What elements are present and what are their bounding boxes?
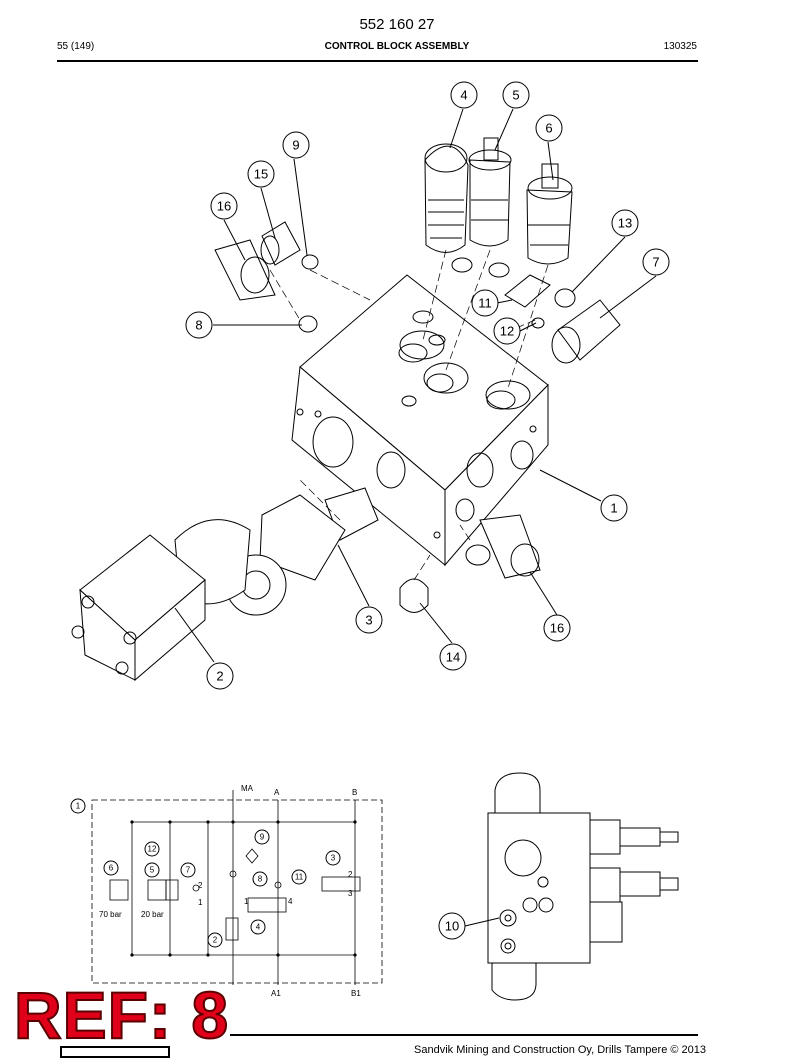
svg-text:2: 2 — [216, 669, 223, 684]
footer-copyright: Sandvik Mining and Construction Oy, Dril… — [414, 1044, 706, 1056]
hydraulic-schematic: MA A B A1 B1 70 bar 20 bar 2 1 1 4 2 3 — [91, 784, 383, 998]
svg-text:5: 5 — [512, 88, 519, 103]
orifice-12 — [531, 317, 545, 329]
control-block-body — [291, 274, 549, 567]
svg-text:8: 8 — [258, 875, 263, 884]
svg-text:9: 9 — [260, 833, 265, 842]
callout-7: 7 — [642, 248, 670, 276]
svg-text:10: 10 — [445, 919, 459, 934]
block-side-view — [464, 772, 679, 1001]
svg-text:4: 4 — [460, 88, 467, 103]
plug-8 — [298, 315, 318, 333]
header-rule — [57, 60, 698, 62]
port-a-label: A — [274, 788, 280, 797]
svg-text:8: 8 — [195, 318, 202, 333]
callout-15: 15 — [247, 160, 275, 188]
plug — [465, 544, 491, 566]
plug — [451, 257, 473, 273]
document-number: 552 160 27 — [359, 16, 435, 33]
solenoid-valve-3 — [225, 487, 379, 616]
svg-text:15: 15 — [254, 167, 268, 182]
svg-text:7: 7 — [186, 866, 191, 875]
callout-9: 9 — [282, 131, 310, 159]
page-title: CONTROL BLOCK ASSEMBLY — [324, 41, 470, 52]
callout-3: 3 — [355, 606, 383, 634]
page-number: 55 (149) — [57, 41, 95, 52]
port-b1-label: B1 — [351, 989, 361, 998]
svg-text:2: 2 — [213, 936, 218, 945]
revision-code: 130325 — [663, 41, 697, 52]
pin-number: 2 — [348, 870, 353, 879]
callout-8: 8 — [185, 311, 213, 339]
cartridge-valve-4 — [424, 143, 469, 253]
svg-text:1: 1 — [76, 802, 81, 811]
plug-9 — [301, 254, 319, 270]
schematic-callouts: 1 12 6 5 7 9 8 11 3 4 2 — [70, 798, 341, 948]
footer-rule — [230, 1034, 698, 1036]
fitting-16-right — [479, 514, 541, 579]
pressure-70-label: 70 bar — [99, 910, 122, 919]
svg-text:12: 12 — [148, 845, 157, 854]
svg-text:7: 7 — [652, 255, 659, 270]
port-a1-label: A1 — [271, 989, 281, 998]
svg-text:9: 9 — [292, 138, 299, 153]
svg-text:6: 6 — [109, 864, 114, 873]
callout-4: 4 — [450, 81, 478, 109]
fitting-15 — [260, 221, 301, 266]
pin-number: 2 — [198, 881, 203, 890]
callout-1: 1 — [600, 494, 628, 522]
fitting-16-left — [214, 239, 276, 301]
svg-text:11: 11 — [478, 296, 492, 311]
callout-14: 14 — [439, 643, 467, 671]
pin-number: 4 — [288, 897, 293, 906]
svg-text:11: 11 — [295, 873, 304, 882]
callout-12: 12 — [493, 317, 521, 345]
svg-text:6: 6 — [545, 121, 552, 136]
callout-2: 2 — [206, 662, 234, 690]
pin-number: 1 — [244, 897, 249, 906]
svg-text:5: 5 — [150, 866, 155, 875]
sandvik-logo — [60, 1046, 170, 1058]
callout-16: 16 — [543, 614, 571, 642]
part-callouts: 4 5 6 9 15 16 13 7 11 8 12 1 3 16 14 2 — [185, 81, 670, 690]
pin-number: 3 — [348, 889, 353, 898]
cartridge-valve-6 — [526, 163, 573, 265]
plug — [488, 262, 510, 278]
svg-text:3: 3 — [331, 854, 336, 863]
port-ma-label: MA — [241, 784, 254, 793]
fitting-11 — [504, 274, 551, 308]
port-b-label: B — [352, 788, 357, 797]
cartridge-valve-5 — [468, 137, 512, 247]
svg-text:12: 12 — [500, 324, 514, 339]
pressure-20-label: 20 bar — [141, 910, 164, 919]
callout-11: 11 — [471, 289, 499, 317]
svg-text:16: 16 — [550, 621, 564, 636]
svg-text:4: 4 — [256, 923, 261, 932]
callout-5: 5 — [502, 81, 530, 109]
svg-text:13: 13 — [618, 216, 632, 231]
adapter-13 — [554, 288, 576, 308]
callout-13: 13 — [611, 209, 639, 237]
svg-text:3: 3 — [365, 613, 372, 628]
callout-6: 6 — [535, 114, 563, 142]
callout-10: 10 — [438, 912, 466, 940]
valve-coil-2 — [71, 519, 251, 682]
callout-16: 16 — [210, 192, 238, 220]
svg-text:14: 14 — [446, 650, 460, 665]
reference-stamp: REF: 8 — [13, 978, 230, 1052]
pin-number: 1 — [198, 898, 203, 907]
fitting-7 — [551, 299, 621, 364]
svg-text:1: 1 — [610, 501, 617, 516]
svg-text:16: 16 — [217, 199, 231, 214]
